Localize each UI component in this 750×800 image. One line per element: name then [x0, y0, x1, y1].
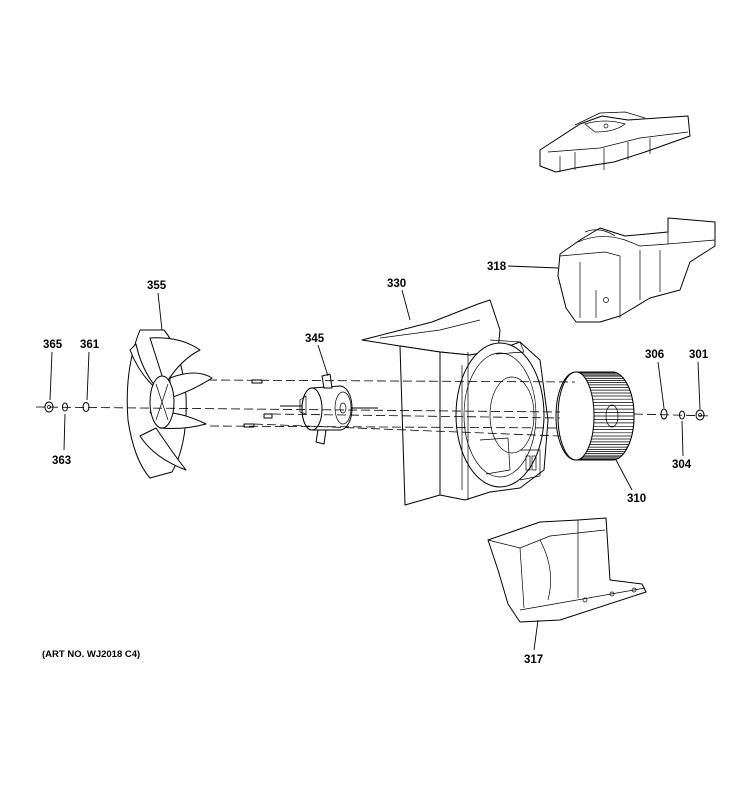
callout-301: 301	[689, 349, 709, 361]
callout-304: 304	[672, 459, 692, 471]
part-318-duct[interactable]	[557, 217, 716, 323]
part-361-spacer[interactable]	[82, 402, 90, 412]
part-306-washer[interactable]	[660, 408, 668, 420]
callout-310: 310	[627, 493, 646, 505]
callout-306: 306	[645, 349, 664, 361]
part-317-base-pan[interactable]	[487, 517, 647, 623]
part-310-blower-wheel[interactable]	[555, 371, 635, 461]
callout-345: 345	[305, 333, 325, 345]
callout-365: 365	[43, 339, 63, 351]
callout-leader-lines	[49, 265, 701, 651]
part-355-axial-fan[interactable]	[126, 329, 213, 479]
part-330-fan-shroud[interactable]	[361, 299, 549, 506]
callout-363: 363	[52, 455, 71, 467]
callout-318: 318	[487, 261, 507, 273]
callout-361: 361	[80, 339, 100, 351]
part-301-nut[interactable]	[695, 409, 705, 421]
callout-330: 330	[387, 278, 406, 290]
part-345-motor[interactable]	[280, 373, 378, 445]
assembly-alignment-lines	[35, 379, 713, 437]
callout-317: 317	[524, 654, 543, 666]
art-number-label: (ART NO. WJ2018 C4)	[42, 649, 141, 660]
part-top-duct-cover[interactable]	[539, 111, 691, 173]
motor-screws[interactable]	[243, 379, 273, 428]
callout-355: 355	[147, 280, 167, 292]
